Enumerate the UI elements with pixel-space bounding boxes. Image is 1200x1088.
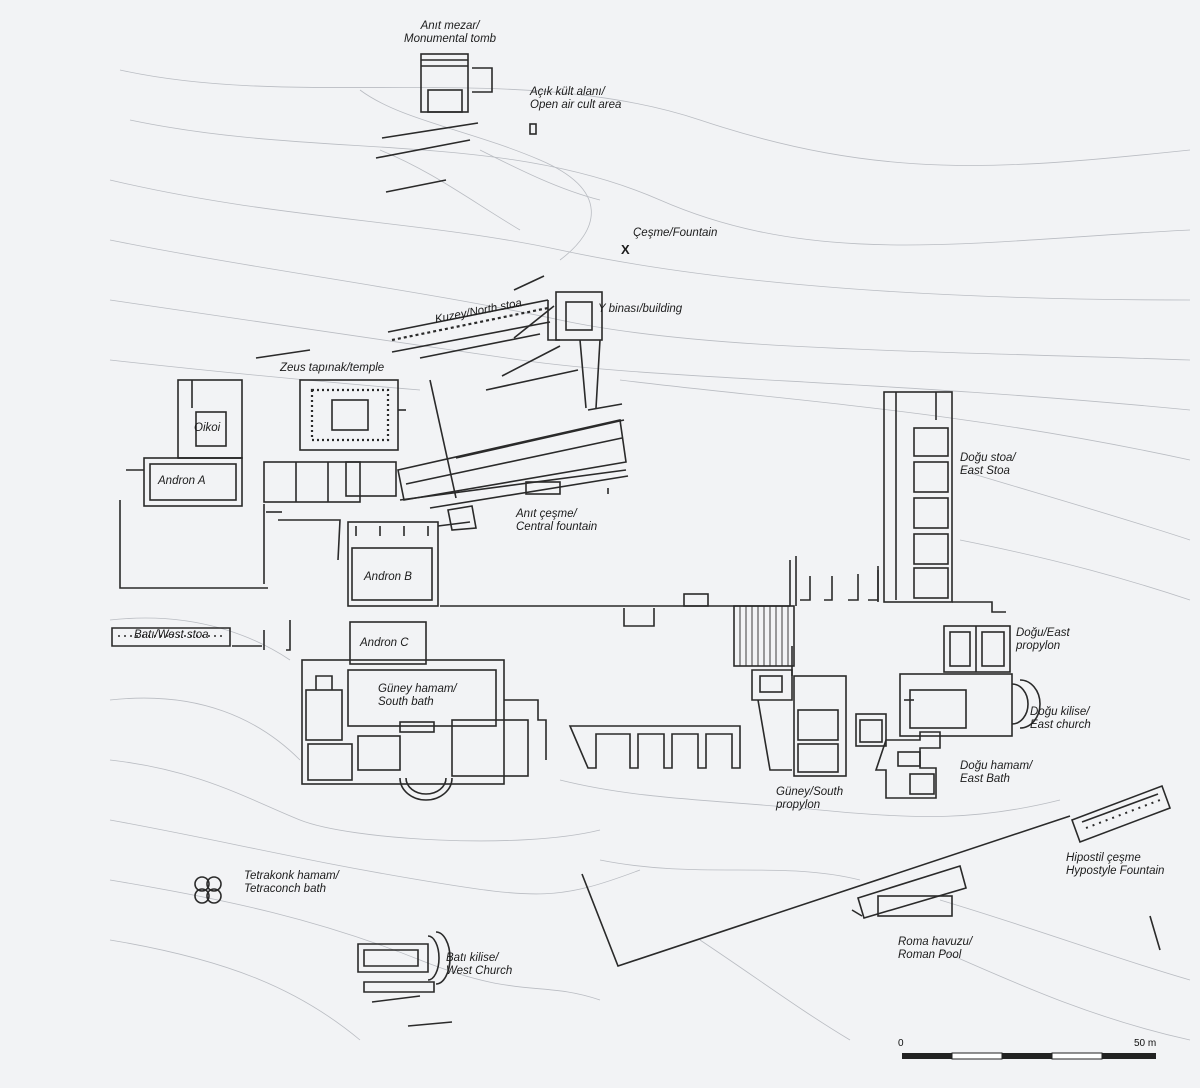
label-east-bath: Doğu hamam/ East Bath (960, 760, 1033, 785)
label-west-stoa: Batı/West stoa (134, 629, 209, 641)
label-oikoi: Oikoi (194, 422, 221, 434)
label-fountain: Çeşme/Fountain (633, 227, 718, 239)
tetraconch-bath (194, 876, 222, 904)
label-hypostyle-fountain: Hipostil çeşme Hypostyle Fountain (1066, 852, 1165, 877)
label-andron-a: Andron A (158, 475, 206, 487)
scale-start-label: 0 (898, 1038, 904, 1049)
label-east-church: Doğu kilise/ East church (1030, 706, 1091, 731)
fountain-marker: X (621, 242, 630, 257)
label-tetraconch-bath: Tetrakonk hamam/ Tetraconch bath (244, 870, 339, 895)
label-central-fountain: Anıt çeşme/ Central fountain (516, 508, 598, 533)
structures (111, 53, 1172, 1027)
scale-end-label: 50 m (1134, 1038, 1157, 1049)
label-open-air-cult-area: Açık kült alanı/ Open air cult area (530, 86, 622, 111)
scale-bar (902, 1052, 1156, 1060)
contour-lines (109, 69, 1191, 1041)
label-zeus-temple: Zeus tapınak/temple (280, 362, 385, 374)
label-west-church: Batı kilise/ West Church (446, 952, 513, 977)
label-south-bath: Güney hamam/ South bath (378, 683, 457, 708)
label-south-propylon: Güney/South propylon (776, 786, 844, 811)
label-east-propylon: Doğu/East propylon (1016, 627, 1070, 652)
label-andron-b: Andron B (364, 571, 412, 583)
label-east-stoa: Doğu stoa/ East Stoa (960, 452, 1016, 477)
label-andron-c: Andron C (360, 637, 409, 649)
label-y-building: Y binası/building (598, 303, 683, 315)
label-roman-pool: Roma havuzu/ Roman Pool (898, 936, 973, 961)
label-monumental-tomb: Anıt mezar/ Monumental tomb (404, 20, 497, 45)
